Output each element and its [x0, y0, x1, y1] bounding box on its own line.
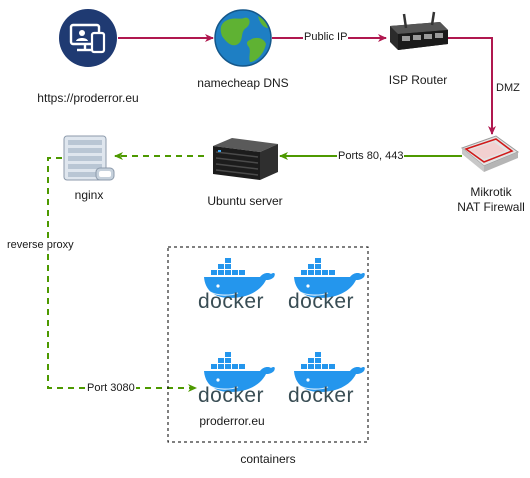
firewall-icon [460, 135, 520, 172]
container-label-proderror: proderror.eu [199, 414, 265, 428]
edge-label-dmz: DMZ [495, 82, 521, 94]
docker-wordmark-2: docker [287, 290, 355, 313]
edge-router-firewall [448, 37, 496, 135]
containers-group-label: containers [240, 452, 296, 466]
server-label: Ubuntu server [207, 194, 283, 208]
router-icon [390, 11, 448, 50]
edge-label-public-ip: Public IP [303, 31, 349, 43]
dns-label: namecheap DNS [197, 76, 289, 90]
docker-wordmark-1: docker [197, 290, 265, 313]
website-label: https://proderror.eu [37, 91, 139, 105]
docker-wordmark-4: docker [287, 384, 355, 407]
firewall-label-line1: Mikrotik [470, 185, 512, 199]
edge-label-reverse-proxy: reverse proxy [6, 239, 75, 251]
router-label: ISP Router [388, 73, 448, 87]
firewall-label-line2: NAT Firewall [457, 200, 525, 214]
edge-label-ports: Ports 80, 443 [337, 150, 405, 162]
nginx-server-icon [63, 135, 115, 181]
docker-wordmark-3: docker [197, 384, 265, 407]
containers-group-box [167, 246, 369, 443]
monitor-icon [59, 9, 117, 67]
globe-icon [214, 9, 272, 67]
nginx-label: nginx [74, 188, 104, 202]
server-icon [213, 138, 278, 180]
edge-nginx-container [47, 157, 197, 392]
edge-label-port-3080: Port 3080 [86, 382, 136, 394]
